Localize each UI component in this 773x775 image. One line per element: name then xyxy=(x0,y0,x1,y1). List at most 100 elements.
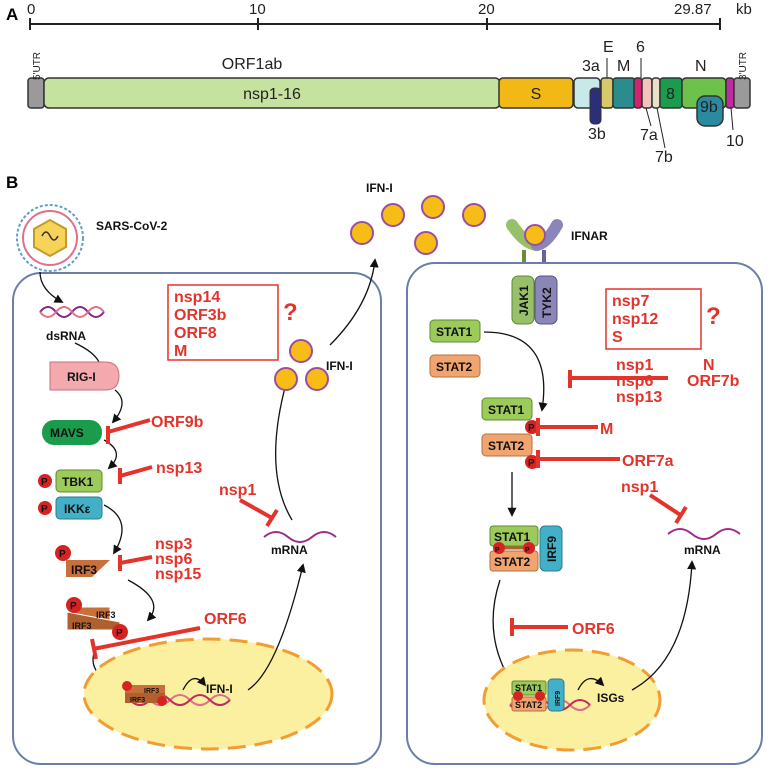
jak1-label: JAK1 xyxy=(517,285,531,316)
p-stat1-p: P xyxy=(528,423,535,434)
m-block xyxy=(612,77,636,109)
p-ikke: P xyxy=(41,504,48,515)
p-stat2-shape xyxy=(481,433,533,457)
irf3-dimer-label: IRF3 xyxy=(96,610,116,620)
left-cell xyxy=(12,272,382,765)
right-group-line-3: nsp13 xyxy=(616,389,662,406)
right-mrna-label: mRNA xyxy=(684,543,721,557)
genome-map: 5'UTR ORF1ab nsp1-16 S 3a 3b E M 6 7a 7b… xyxy=(27,39,751,166)
isgf3-complex xyxy=(489,525,563,572)
right-box-line-3: S xyxy=(612,329,623,346)
nuclear-irf3-a: IRF3 xyxy=(144,688,159,695)
tbk1-label: TBK1 xyxy=(62,475,94,489)
orf7b-label: 7b xyxy=(655,149,673,166)
orf6-right-label: ORF6 xyxy=(572,621,615,638)
orf9b-label: 9b xyxy=(700,99,718,116)
mavs-shape xyxy=(42,420,102,445)
right-box-line-2: nsp12 xyxy=(612,311,658,328)
nuclear-stat1-label: STAT1 xyxy=(515,683,542,693)
nuclear-stat2-label: STAT2 xyxy=(515,700,542,710)
irf3-label: IRF3 xyxy=(71,563,97,577)
orf7a-label: ORF7a xyxy=(622,453,674,470)
right-n-label: N xyxy=(703,357,715,374)
nsp1-left-label: nsp1 xyxy=(219,482,256,499)
orf9b-label: ORF9b xyxy=(151,414,204,431)
virus-particle xyxy=(16,204,84,272)
nsp13-left-label: nsp13 xyxy=(156,460,202,477)
stat1-label: STAT1 xyxy=(436,325,473,339)
irf3-dimer xyxy=(65,597,128,640)
genome-scale-bar: 0 10 20 29.87 kb xyxy=(27,1,752,30)
dsrna-shape xyxy=(39,306,105,318)
right-inhibitions xyxy=(510,370,688,636)
nuclear-irf3-b: IRF3 xyxy=(130,697,145,704)
p-dimer-2: P xyxy=(116,628,123,639)
p-dimer-1: P xyxy=(70,601,77,612)
left-box-line-3: ORF8 xyxy=(174,325,217,342)
left-box-line-2: ORF3b xyxy=(174,307,227,324)
orf9b-block xyxy=(696,95,724,127)
left-question-mark: ? xyxy=(283,299,298,326)
ifn-out-label: IFN-I xyxy=(326,359,353,373)
tbk1-shape xyxy=(55,469,103,493)
stat1-shape xyxy=(429,319,481,343)
ifn-particles-left xyxy=(274,339,329,391)
stat2-shape xyxy=(429,354,481,378)
orf3b-block xyxy=(589,87,602,125)
right-group-line-2: nsp6 xyxy=(616,373,653,390)
left-mrna-label: mRNA xyxy=(271,543,308,557)
p-stat2-p: P xyxy=(528,458,535,469)
right-group-line-1: nsp1 xyxy=(616,357,653,374)
left-group-line-3: nsp15 xyxy=(155,566,201,583)
right-box-line-1: nsp7 xyxy=(612,293,649,310)
left-inhibitions xyxy=(90,418,279,660)
right-unknown-box xyxy=(605,288,702,350)
scale-label-0: 0 xyxy=(27,1,35,18)
scale-unit: kb xyxy=(736,1,752,18)
orf7a-block xyxy=(641,77,653,109)
p-stat2-label: STAT2 xyxy=(488,439,525,453)
orf6-label: 6 xyxy=(636,39,645,56)
isgf3-stat1-label: STAT1 xyxy=(494,530,531,544)
rigi-label: RIG-I xyxy=(67,370,96,384)
orf10-label: 10 xyxy=(726,133,744,150)
isgf3-irf9-label: IRF9 xyxy=(545,536,559,562)
right-m-label: M xyxy=(600,421,613,438)
right-mrna-strand xyxy=(667,528,741,540)
irf3-dimer-label-2: IRF3 xyxy=(72,621,92,631)
nuclear-isgf3 xyxy=(511,678,565,712)
isgf3-stat2-label: STAT2 xyxy=(494,555,531,569)
ifn-nucleus-label: IFN-I xyxy=(206,682,233,696)
utr3-label: 3'UTR xyxy=(738,52,749,80)
m-label: M xyxy=(617,58,630,75)
right-question-mark: ? xyxy=(706,303,721,330)
orf6-left-label: ORF6 xyxy=(204,611,247,628)
rigi-shape xyxy=(49,361,120,391)
dsrna-label: dsRNA xyxy=(46,329,86,343)
e-block xyxy=(600,77,614,109)
isgs-label: ISGs xyxy=(597,691,625,705)
s-label: S xyxy=(531,86,542,103)
ikke-label: IKKε xyxy=(64,502,91,516)
p-tbk1: P xyxy=(41,477,48,488)
orf1ab-label: ORF1ab xyxy=(222,56,283,73)
p-stat1-label: STAT1 xyxy=(488,403,525,417)
orf7b-block xyxy=(651,77,661,109)
orf3b-label: 3b xyxy=(588,126,606,143)
right-nucleus xyxy=(482,648,662,752)
p-irf3: P xyxy=(59,549,66,560)
virus-label: SARS-CoV-2 xyxy=(96,219,168,233)
orf7a-label: 7a xyxy=(640,127,658,144)
e-label: E xyxy=(603,39,614,56)
orf3a-label: 3a xyxy=(582,58,600,75)
mavs-label: MAVS xyxy=(50,426,84,440)
ikke-shape xyxy=(55,496,103,520)
scale-label-end: 29.87 xyxy=(674,1,712,18)
ifnar-label: IFNAR xyxy=(571,229,608,243)
tyk2-label: TYK2 xyxy=(540,287,554,318)
s-block xyxy=(498,77,574,109)
ifn-top-label: IFN-I xyxy=(366,181,393,195)
nsp1-right-label: nsp1 xyxy=(621,479,658,496)
left-box-line-1: nsp14 xyxy=(174,289,220,306)
